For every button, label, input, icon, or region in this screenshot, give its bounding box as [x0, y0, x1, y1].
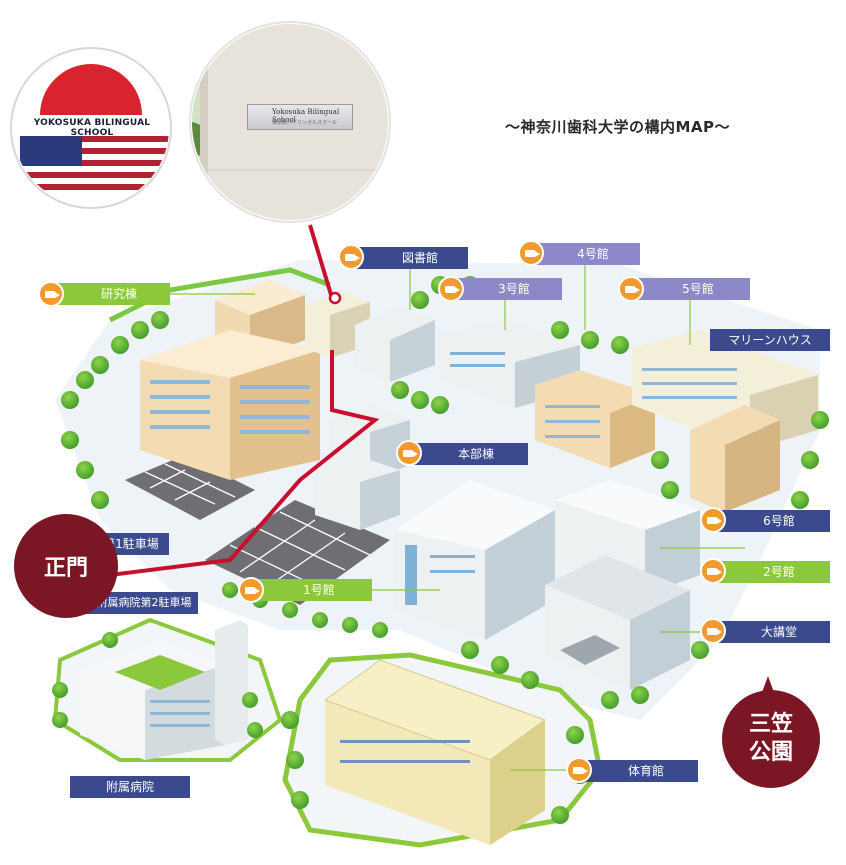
label-gymnasium[interactable]: 体育館: [578, 760, 698, 782]
school-logo: [10, 47, 172, 209]
parking-lot-1: [125, 455, 255, 520]
camera-icon[interactable]: [700, 558, 726, 584]
building-6: [690, 405, 780, 512]
building-1: [395, 480, 555, 640]
camera-icon[interactable]: [238, 577, 264, 603]
camera-icon[interactable]: [396, 440, 422, 466]
route-start-marker: [328, 291, 342, 305]
label-main-building[interactable]: 本部棟: [408, 443, 528, 465]
nameplate-subtext: 横須賀バイリンガルスクール: [272, 120, 338, 126]
camera-icon[interactable]: [518, 240, 544, 266]
mikasa-park-badge[interactable]: 三笠 公園: [722, 690, 820, 788]
camera-icon[interactable]: [566, 757, 592, 783]
park-badge-line2: 公園: [748, 740, 793, 765]
building-hospital-annex: [80, 620, 248, 760]
building-gymnasium: [323, 659, 547, 845]
label-library[interactable]: 図書館: [356, 247, 468, 269]
label-building-6[interactable]: 6号館: [712, 510, 830, 532]
building-library: [305, 292, 435, 382]
park-badge-line1: 三笠: [748, 712, 793, 737]
label-auditorium[interactable]: 大講堂: [712, 621, 830, 643]
camera-icon[interactable]: [700, 507, 726, 533]
trees: [52, 276, 829, 824]
label-marine-house[interactable]: マリーンハウス: [710, 329, 830, 351]
camera-icon[interactable]: [700, 618, 726, 644]
label-building-5[interactable]: 5号館: [630, 278, 750, 300]
nameplate-text: Yokosuka Bilingual School: [272, 108, 340, 124]
main-gate-badge[interactable]: 正門: [14, 514, 118, 618]
camera-icon[interactable]: [618, 276, 644, 302]
building-main: [315, 405, 410, 530]
camera-icon[interactable]: [438, 276, 464, 302]
building-4: [535, 370, 655, 468]
label-building-3[interactable]: 3号館: [450, 278, 562, 300]
camera-icon[interactable]: [38, 281, 64, 307]
label-research[interactable]: 研究棟: [52, 283, 170, 305]
label-building-1[interactable]: 1号館: [250, 579, 372, 601]
building-auditorium: [545, 555, 690, 690]
school-nameplate: Yokosuka Bilingual School 横須賀バイリンガルスクール: [247, 104, 353, 130]
building-hospital-main: [140, 330, 320, 480]
route-line: [109, 224, 380, 577]
label-hospital[interactable]: 附属病院: [70, 776, 190, 798]
label-building-2[interactable]: 2号館: [712, 561, 830, 583]
map-title: 〜神奈川歯科大学の構内MAP〜: [505, 118, 731, 136]
camera-icon[interactable]: [338, 244, 364, 270]
label-building-4[interactable]: 4号館: [530, 243, 640, 265]
main-gate-text: 正門: [43, 556, 88, 581]
school-name-text: YOKOSUKA BILINGUAL SCHOOL: [33, 118, 151, 138]
